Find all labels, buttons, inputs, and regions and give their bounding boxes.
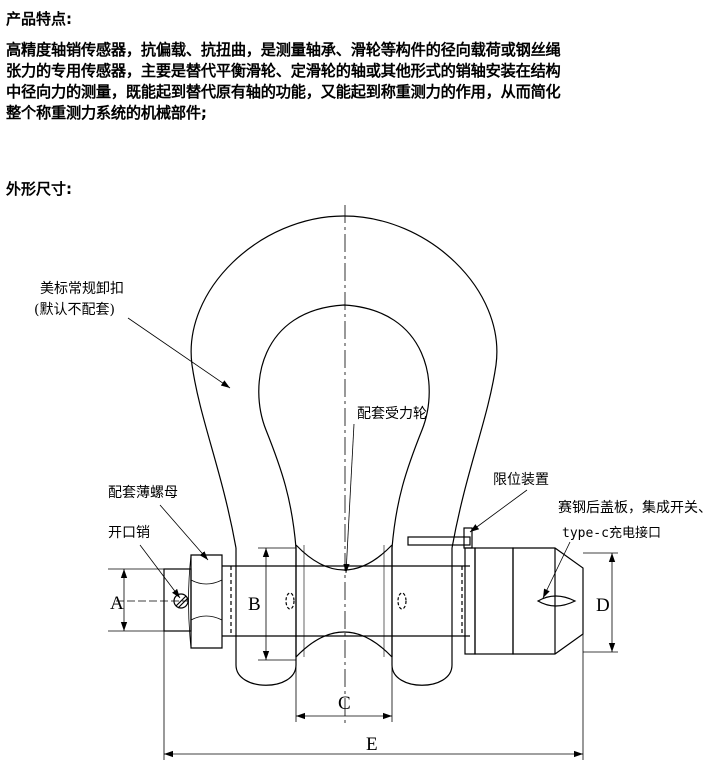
- dim-b-label: B: [248, 594, 261, 615]
- load-wheel: [295, 544, 393, 658]
- rear-cover: [464, 547, 584, 655]
- callout-shackle-line1: 美标常规卸扣: [40, 281, 124, 297]
- shackle: [190, 215, 498, 686]
- callout-nut: 配套薄螺母: [108, 485, 178, 501]
- features-line: 张力的专用传感器，主要是替代平衡滑轮、定滑轮的轴或其他形式的销轴安装在结构: [6, 62, 561, 80]
- pin-end: [163, 568, 192, 632]
- features-heading: 产品特点:: [6, 10, 72, 28]
- features-line: 中径向力的测量，既能起到替代原有轴的功能，又能起到称重测力的作用，从而简化: [6, 83, 561, 101]
- thin-nut: [188, 554, 223, 649]
- leader-nut: [159, 504, 209, 561]
- dimension-a: [108, 568, 188, 632]
- limit-device: [407, 527, 473, 549]
- dim-d-label: D: [596, 595, 610, 616]
- dimension-b: [258, 547, 296, 661]
- features-line: 高精度轴销传感器，抗偏载、抗扭曲，是测量轴承、滑轮等构件的径向载荷或钢丝绳: [6, 41, 561, 59]
- callout-limit: 限位装置: [493, 472, 549, 488]
- leader-cover: [542, 541, 571, 599]
- leader-shackle: [127, 317, 231, 389]
- dimension-d: [583, 552, 618, 653]
- dimensions-heading: 外形尺寸:: [6, 180, 72, 198]
- callout-shackle-line2: (默认不配套): [34, 302, 115, 318]
- features-paragraph: 高精度轴销传感器，抗偏载、抗扭曲，是测量轴承、滑轮等构件的径向载荷或钢丝绳 张力…: [6, 40, 712, 124]
- callout-cover-line1: 赛钢后盖板，集成开关、: [558, 499, 712, 516]
- leader-wheel: [343, 423, 355, 574]
- dimension-e: [163, 631, 584, 760]
- dim-e-label: E: [366, 734, 378, 755]
- features-line: 整个称重测力系统的机械部件;: [6, 104, 207, 122]
- leader-pin: [139, 544, 181, 599]
- callout-pin: 开口销: [108, 525, 150, 541]
- dim-a-label: A: [110, 593, 124, 614]
- callout-wheel: 配套受力轮: [357, 406, 427, 422]
- callout-cover-line2: type-c充电接口: [562, 525, 661, 541]
- dim-c-label: C: [338, 693, 351, 714]
- dimension-c: [295, 660, 393, 722]
- leader-limit: [469, 489, 528, 533]
